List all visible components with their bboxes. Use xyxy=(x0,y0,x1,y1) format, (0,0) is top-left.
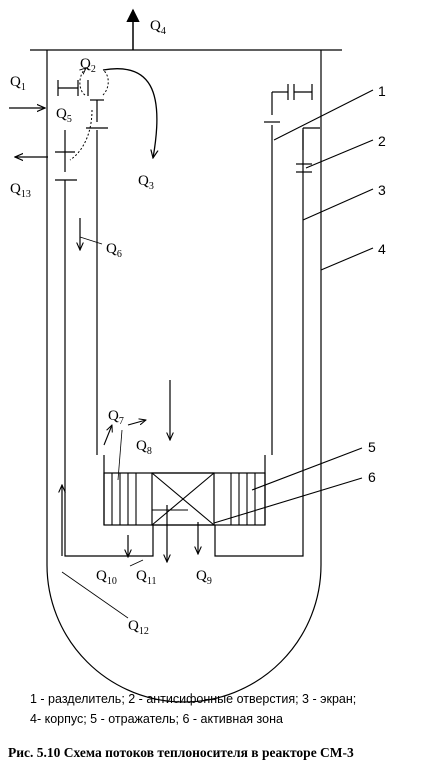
label-q7: Q7 xyxy=(108,408,124,427)
part-number-1: 1 xyxy=(378,83,386,99)
legend-line-2: 4- корпус; 5 - отражатель; 6 - активная … xyxy=(30,712,283,726)
label-q11: Q11 xyxy=(136,568,156,587)
label-q6: Q6 xyxy=(106,241,122,260)
label-q2: Q2 xyxy=(80,56,96,75)
label-q4: Q4 xyxy=(150,18,166,37)
vessel-body xyxy=(46,50,322,703)
part-number-6: 6 xyxy=(368,469,376,485)
part-number-2: 2 xyxy=(378,133,386,149)
legend-line-1: 1 - разделитель; 2 - антисифонные отверс… xyxy=(30,692,357,706)
screen-outline xyxy=(64,180,154,557)
label-q3: Q3 xyxy=(138,173,154,192)
label-q1: Q1 xyxy=(10,74,26,93)
active-zone xyxy=(151,472,215,526)
label-q13: Q13 xyxy=(10,181,31,200)
part-number-5: 5 xyxy=(368,439,376,455)
label-q8: Q8 xyxy=(136,438,152,457)
screen-outline-right xyxy=(214,130,304,557)
label-q9: Q9 xyxy=(196,568,212,587)
part-number-4: 4 xyxy=(378,241,386,257)
part-number-3: 3 xyxy=(378,182,386,198)
figure-caption: Рис. 5.10 Схема потоков теплоносителя в … xyxy=(8,745,354,760)
label-q10: Q10 xyxy=(96,568,117,587)
label-q5: Q5 xyxy=(56,106,72,125)
label-q12: Q12 xyxy=(128,618,149,637)
reactor-flow-diagram: Q4 Q1 Q2 Q5 Q13 Q3 Q6 Q7 Q8 Q10 Q11 Q9 Q… xyxy=(9,8,386,703)
